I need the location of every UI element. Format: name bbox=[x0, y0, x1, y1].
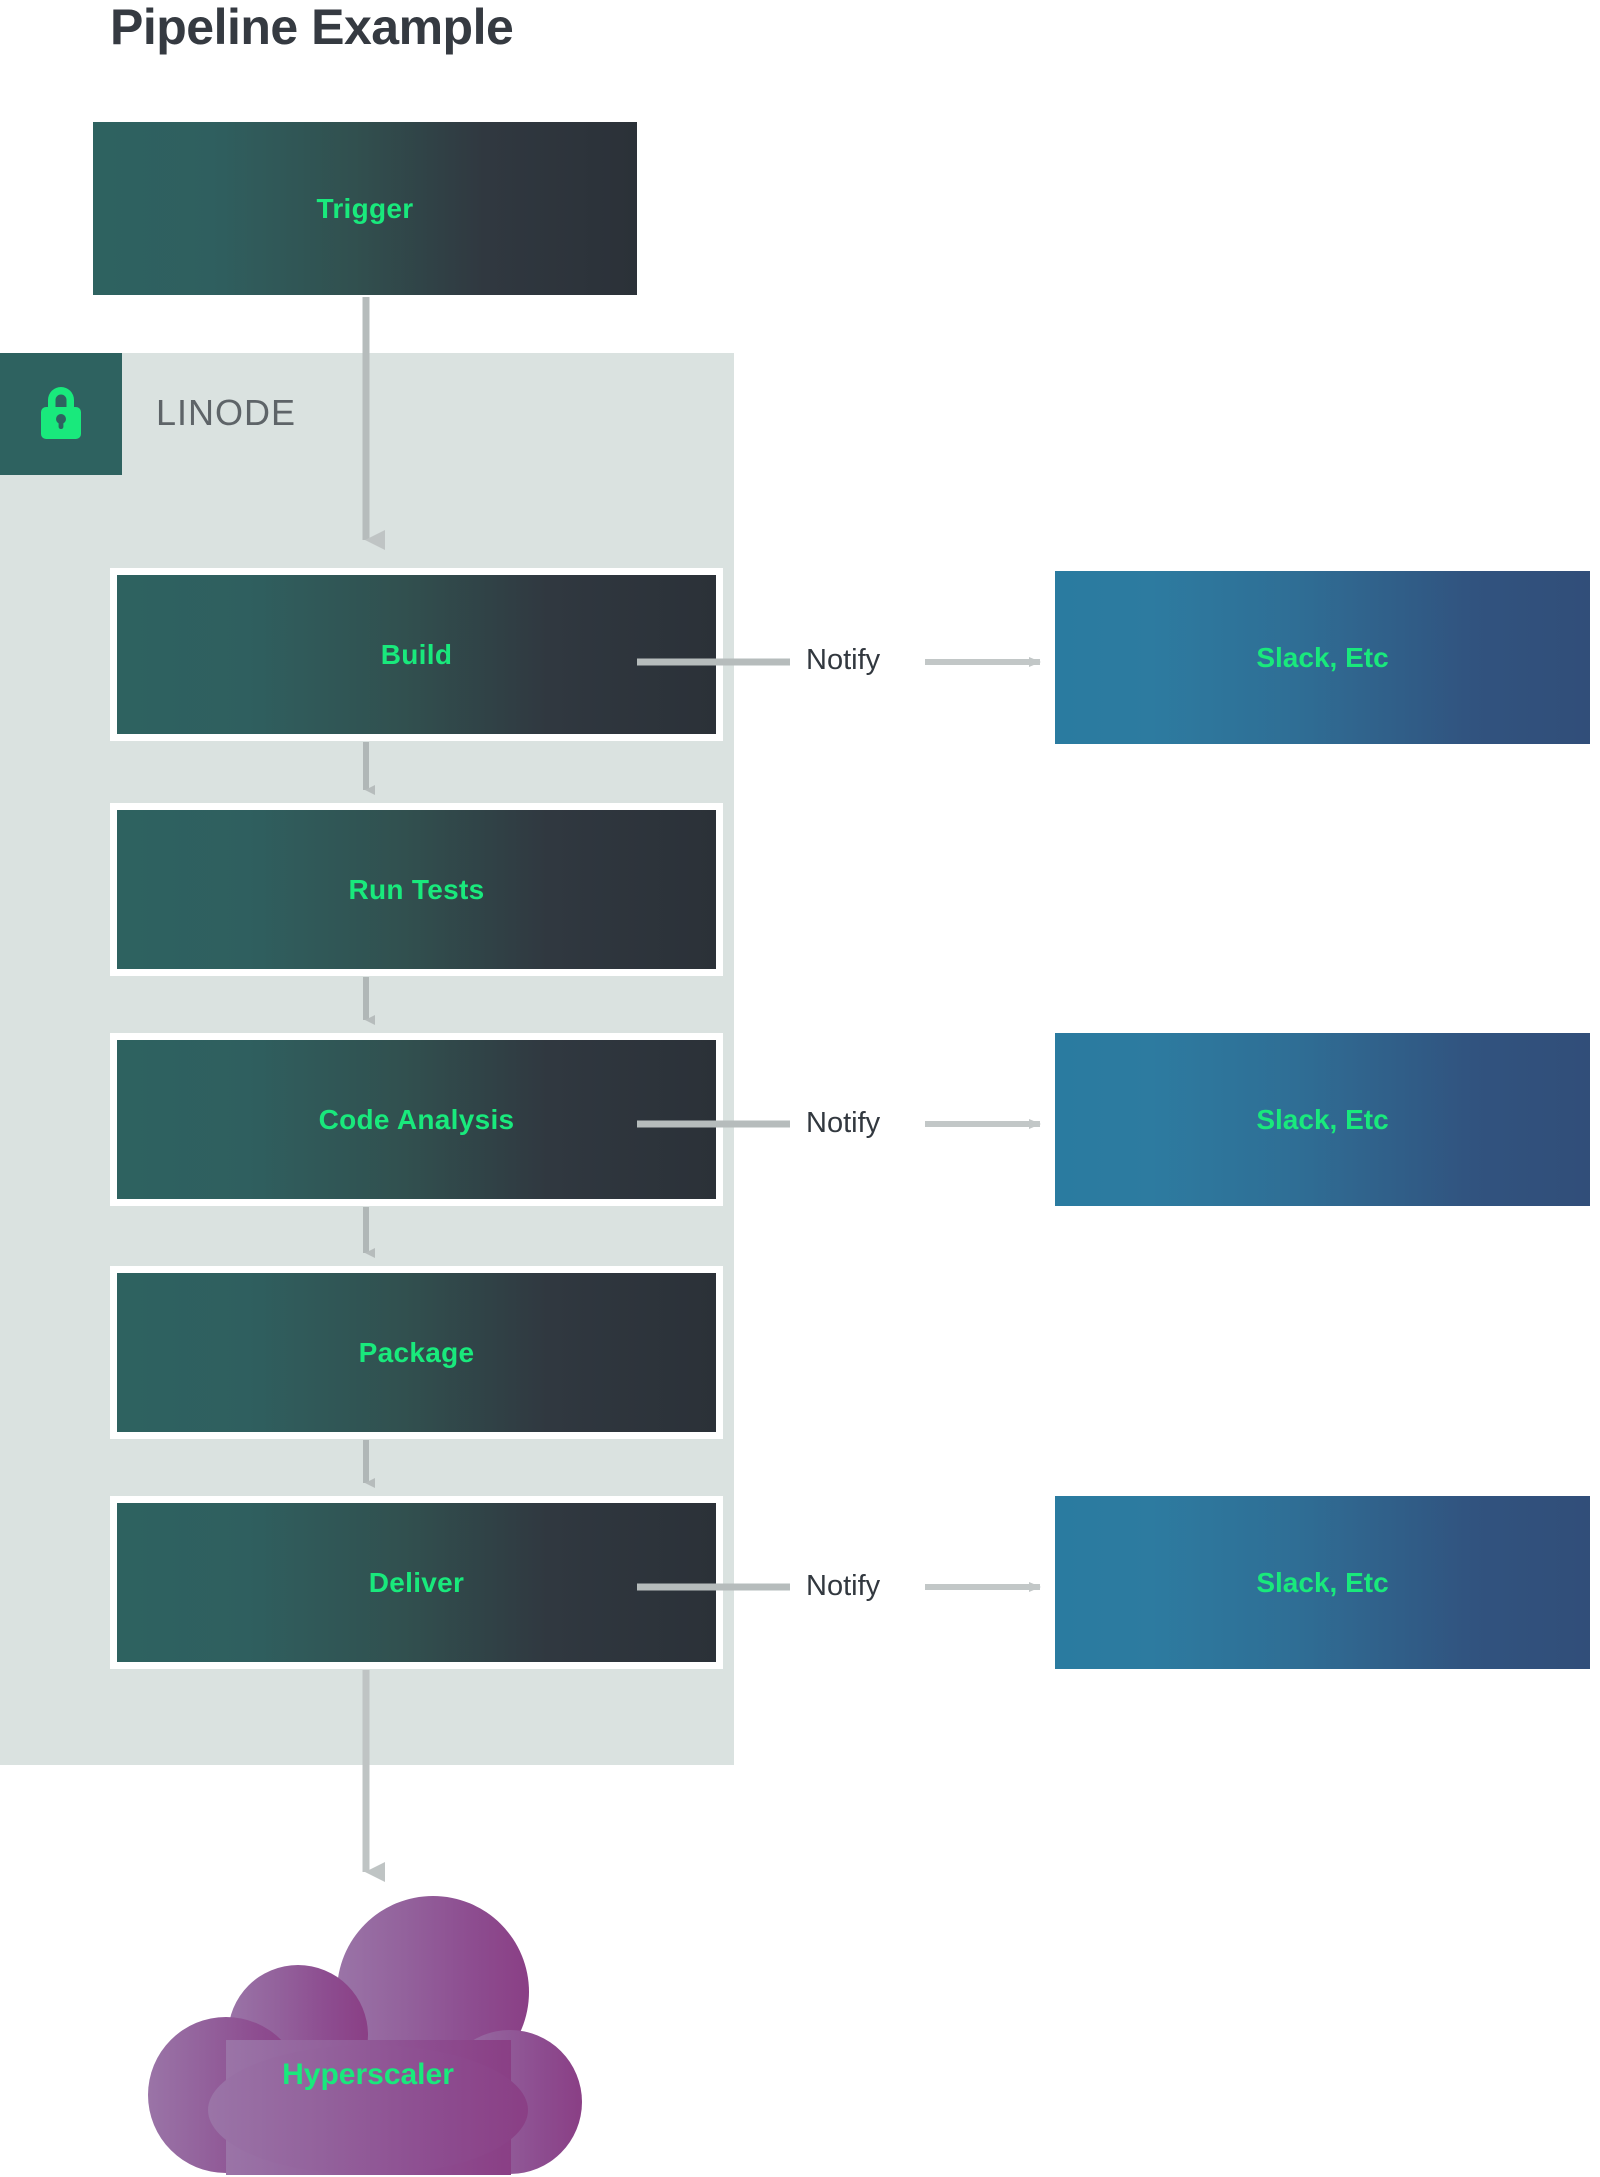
stage-build-label: Build bbox=[380, 638, 453, 670]
linode-zone-badge bbox=[0, 353, 122, 475]
notify-edge-label-build: Notify bbox=[806, 644, 881, 676]
page-title: Pipeline Example bbox=[110, 0, 514, 55]
stage-trigger[interactable]: Trigger bbox=[93, 122, 637, 295]
notify-edge-label-code-analysis: Notify bbox=[806, 1107, 881, 1139]
stage-deliver[interactable]: Deliver bbox=[110, 1496, 723, 1669]
stage-run-tests[interactable]: Run Tests bbox=[110, 803, 723, 976]
stage-run-tests-label: Run Tests bbox=[348, 873, 485, 905]
notify-target-code-analysis[interactable]: Slack, Etc bbox=[1055, 1033, 1590, 1206]
stage-code-analysis[interactable]: Code Analysis bbox=[110, 1033, 723, 1206]
hyperscaler-cloud[interactable]: Hyperscaler bbox=[138, 1880, 598, 2177]
stage-build[interactable]: Build bbox=[110, 568, 723, 741]
notify-target-build-label: Slack, Etc bbox=[1256, 641, 1389, 673]
stage-deliver-label: Deliver bbox=[368, 1566, 465, 1598]
notify-edge-label-deliver: Notify bbox=[806, 1570, 881, 1602]
lock-icon bbox=[34, 381, 88, 448]
notify-target-deliver[interactable]: Slack, Etc bbox=[1055, 1496, 1590, 1669]
stage-package[interactable]: Package bbox=[110, 1266, 723, 1439]
stage-trigger-label: Trigger bbox=[316, 192, 414, 224]
hyperscaler-cloud-label: Hyperscaler bbox=[282, 2058, 454, 2091]
notify-target-deliver-label: Slack, Etc bbox=[1256, 1566, 1389, 1598]
notify-target-code-analysis-label: Slack, Etc bbox=[1256, 1103, 1389, 1135]
linode-zone-label: LINODE bbox=[156, 392, 297, 433]
stage-package-label: Package bbox=[358, 1336, 475, 1368]
notify-target-build[interactable]: Slack, Etc bbox=[1055, 571, 1590, 744]
stage-code-analysis-label: Code Analysis bbox=[318, 1103, 515, 1135]
